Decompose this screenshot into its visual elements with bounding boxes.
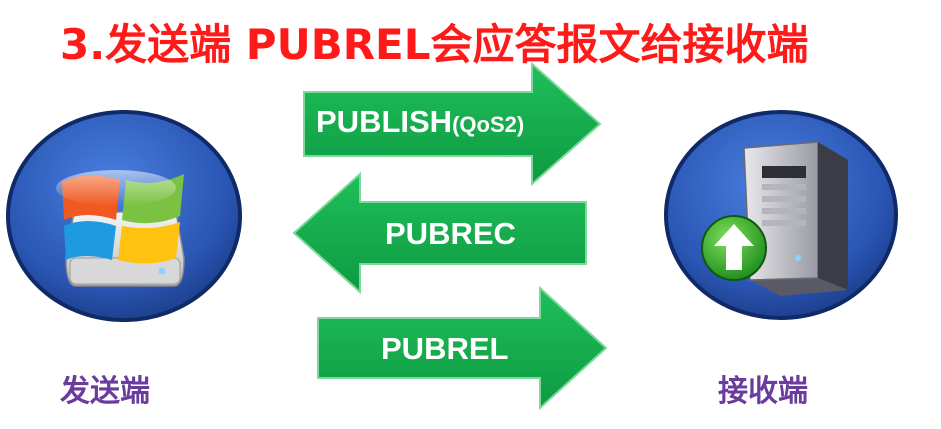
pubrec-arrow <box>292 171 587 295</box>
publish-text: PUBLISH <box>316 104 453 139</box>
receiver-node <box>664 110 898 320</box>
sender-label: 发送端 <box>60 374 150 409</box>
pubrel-arrow <box>317 285 608 411</box>
publish-label: PUBLISH(QoS2) <box>316 104 524 140</box>
windows-drive-icon <box>56 170 185 287</box>
pubrec-label: PUBREC <box>385 216 516 251</box>
page-title: 3.发送端 PUBREL会应答报文给接收端 <box>60 20 809 69</box>
pubrel-label: PUBREL <box>381 331 509 366</box>
receiver-label: 接收端 <box>718 374 808 409</box>
server-upload-icon <box>701 141 848 296</box>
qos-text: (QoS2) <box>452 112 525 137</box>
sender-node <box>6 110 242 322</box>
publish-arrow <box>303 61 602 187</box>
